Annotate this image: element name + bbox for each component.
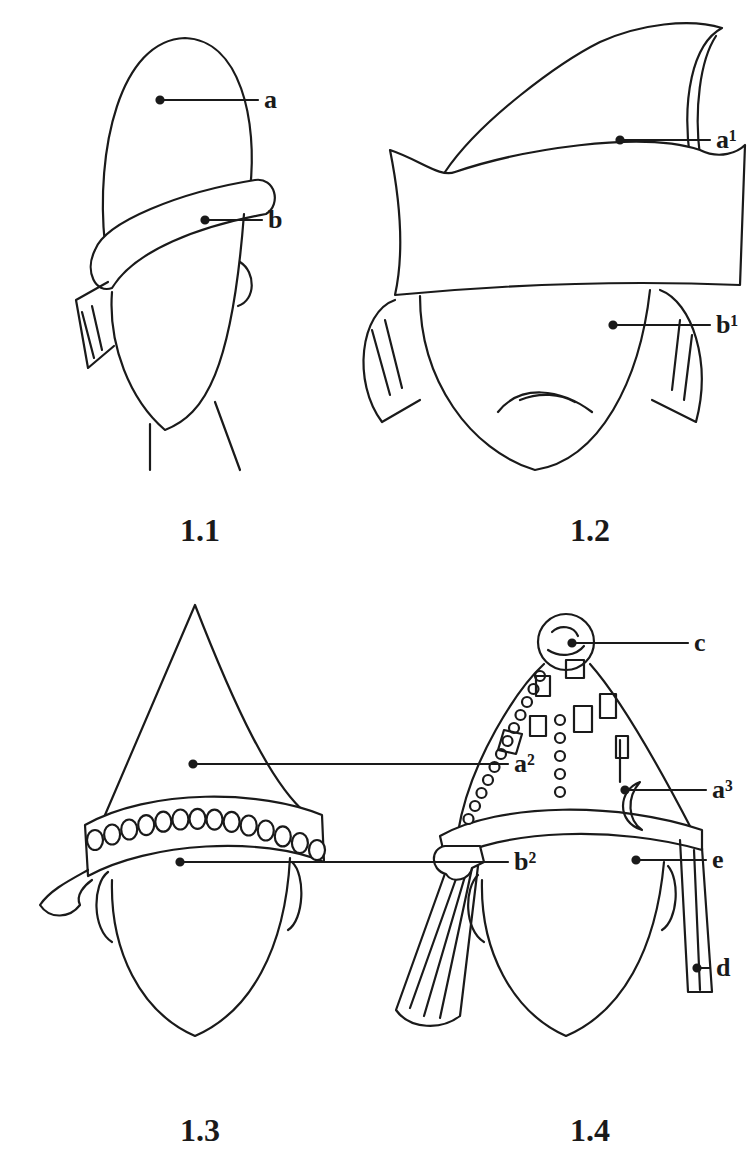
band-bead (155, 812, 171, 832)
decor-dot (470, 801, 480, 811)
band-bead (121, 820, 137, 840)
band-bead (207, 810, 223, 830)
part-label: a¹ (716, 127, 737, 153)
figure-number: 1.2 (570, 514, 610, 546)
decor-dot (516, 710, 526, 720)
decor-dot (555, 733, 565, 743)
band-bead (258, 821, 274, 841)
part-label: a² (514, 751, 535, 777)
decor-dot (483, 775, 493, 785)
part-label: c (694, 630, 706, 656)
band-bead (138, 815, 154, 835)
figure-1-2 (363, 23, 745, 470)
figure-1-1 (76, 38, 275, 470)
band-bead (275, 826, 291, 846)
figure-1-3 (40, 605, 325, 1036)
figure-number: 1.4 (570, 1114, 610, 1146)
leader-lines (157, 97, 711, 972)
part-label: b (268, 207, 282, 233)
figure-number: 1.3 (180, 1114, 220, 1146)
part-label: d (716, 955, 730, 981)
decor-dot (555, 769, 565, 779)
decor-dot (522, 697, 532, 707)
band-bead (309, 840, 325, 860)
decor-dot (555, 787, 565, 797)
decor-dot (464, 814, 474, 824)
part-label: b² (514, 849, 536, 875)
decor-dot (503, 736, 513, 746)
band-bead (172, 810, 188, 830)
part-label: e (712, 847, 724, 873)
band-bead (224, 812, 240, 832)
band-bead (292, 833, 308, 853)
band-bead (104, 825, 120, 845)
band-bead (190, 809, 206, 829)
band-bead (241, 816, 257, 836)
band-bead (87, 830, 103, 850)
figure-1-4 (396, 614, 712, 1036)
decor-dot (555, 715, 565, 725)
part-label: a³ (712, 777, 733, 803)
part-label: a (264, 87, 277, 113)
decor-dot (477, 788, 487, 798)
figure-number: 1.1 (180, 514, 220, 546)
part-label: b¹ (716, 312, 738, 338)
decor-dot (555, 751, 565, 761)
